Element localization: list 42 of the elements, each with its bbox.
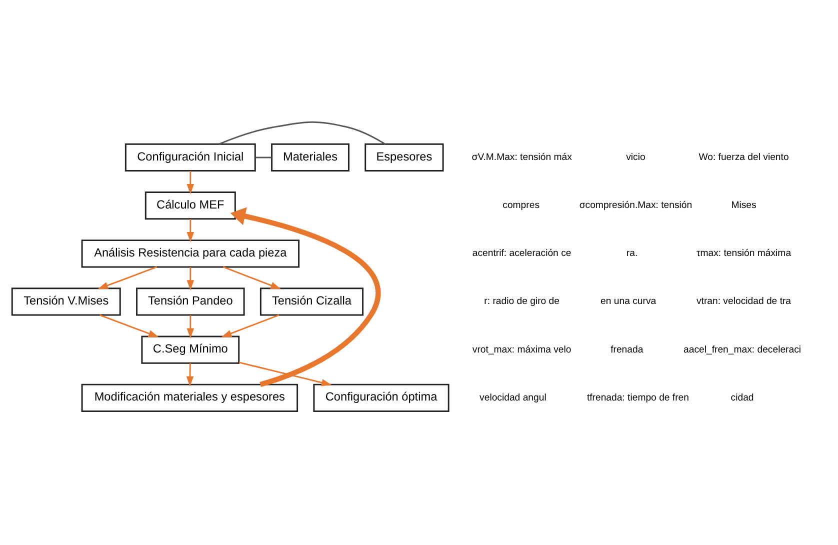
connector (218, 121, 386, 145)
label: ra. (626, 248, 638, 260)
node-box: Tensión V.Mises (11, 288, 121, 316)
label: cidad (730, 392, 754, 404)
node-box: Cálculo MEF (144, 191, 236, 220)
label: en una curva (600, 296, 656, 308)
label: aacel_fren_max: deceleraci (684, 344, 802, 356)
arrow (186, 363, 194, 387)
arrow (186, 219, 194, 242)
arrow (222, 266, 281, 290)
label: σcompresión.Max: tensión (579, 200, 692, 212)
arrow (186, 315, 194, 339)
node-box: C.Seg Mínimo (141, 336, 240, 364)
label: frenada (610, 344, 644, 356)
label: σV.M.Max: tensión máx (472, 152, 572, 163)
arrow (221, 314, 280, 338)
node-box: Configuración Inicial (124, 143, 256, 172)
node-box: Tensión Cizalla (260, 288, 364, 316)
label: vicio (626, 152, 646, 163)
node-box: Modificación materiales y espesores (81, 384, 298, 412)
connector (255, 156, 272, 158)
arrow (186, 170, 194, 194)
node-box: Análisis Resistencia para cada pieza (81, 240, 300, 268)
label: Mises (731, 200, 756, 212)
label: tfrenada: tiempo de fren (586, 392, 689, 404)
arrow (230, 207, 381, 388)
label: r: radio de giro de (484, 296, 560, 308)
arrow (238, 362, 332, 386)
label: acentrif: aceleración ce (472, 248, 572, 260)
arrow (186, 267, 194, 290)
label: τmax: tensión máxima (696, 248, 792, 260)
node-box: Tensión Pandeo (136, 288, 245, 316)
label: vrot_max: máxima velo (472, 344, 572, 356)
label: Wo: fuerza del viento (698, 152, 789, 163)
label: velocidad angul (480, 392, 546, 404)
node-box: Espesores (364, 143, 444, 172)
node-box: Materiales (271, 143, 350, 172)
label: compres (502, 200, 540, 212)
label: vtran: velocidad de tra (696, 296, 792, 308)
arrow (100, 314, 159, 338)
node-box: Configuración óptima (313, 384, 450, 412)
arrow (98, 266, 158, 290)
